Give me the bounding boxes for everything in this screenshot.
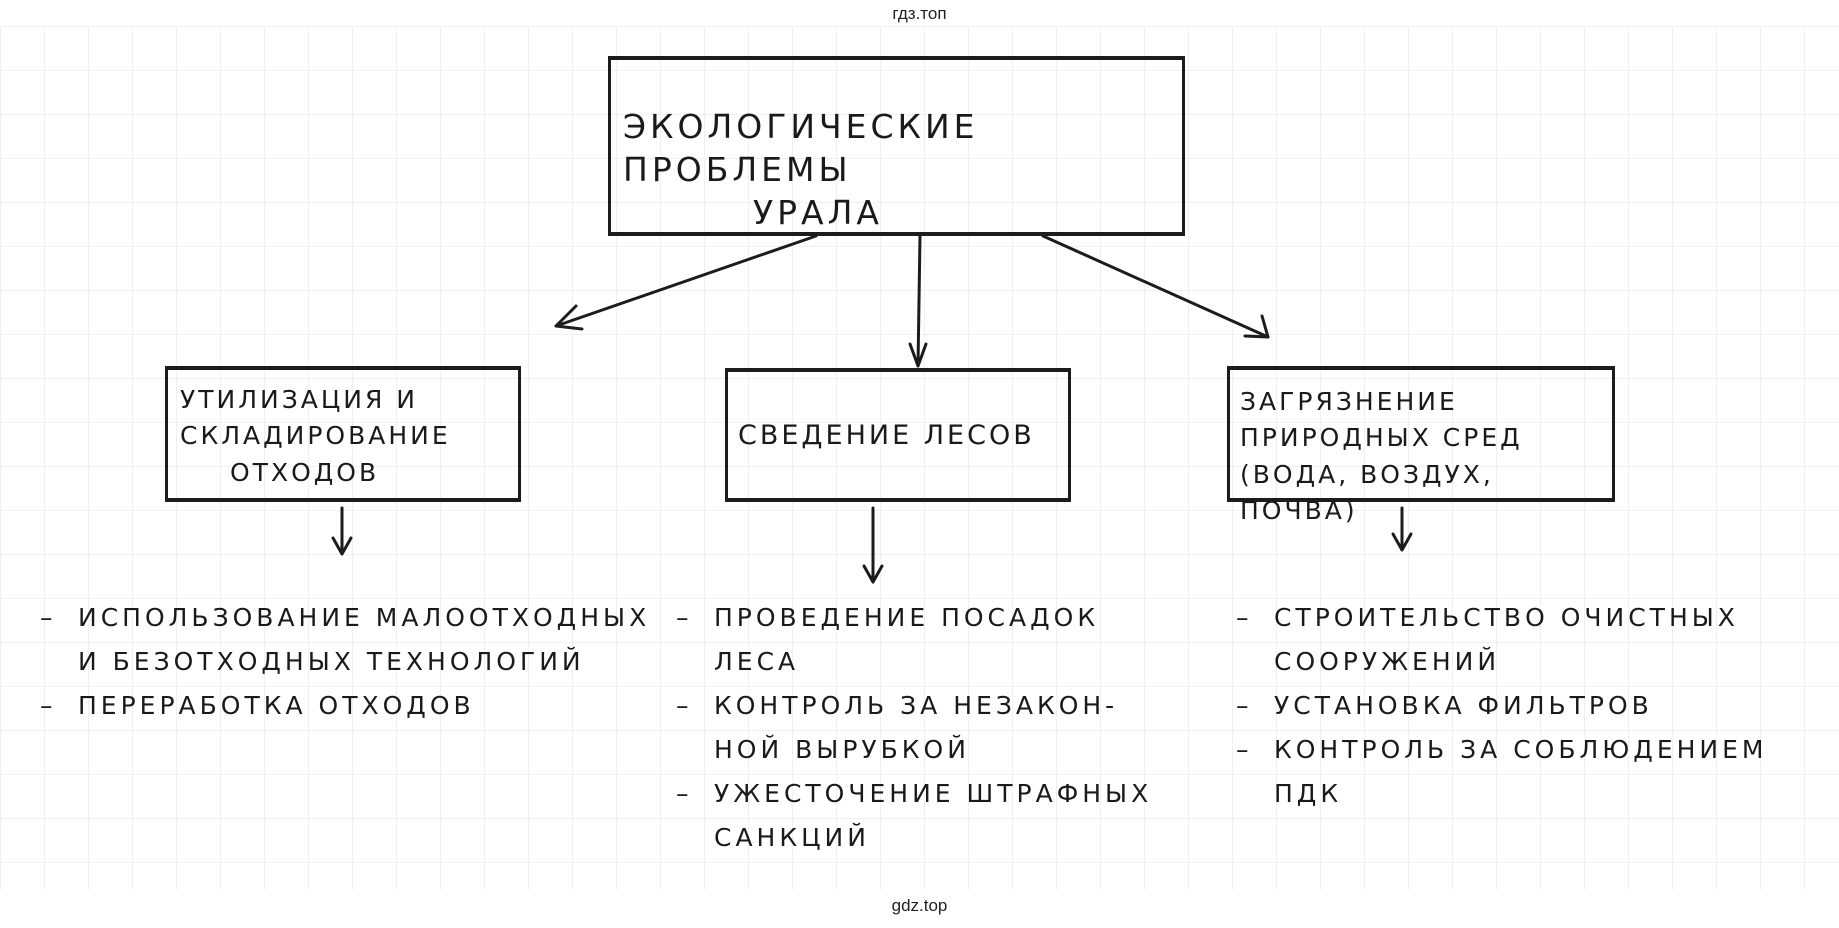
measure-line: леса: [714, 647, 800, 676]
branch-box-pollution: Загрязнение природных сред (вода, воздух…: [1227, 366, 1615, 525]
branch-title-line: Сведение лесов: [738, 420, 1035, 451]
measure-line: ной вырубкой: [714, 735, 970, 764]
measure-line: контроль за соблюдением: [1274, 735, 1768, 764]
measure-item: переработка отходов: [36, 684, 676, 728]
branch-title-line: Загрязнение: [1240, 387, 1458, 416]
watermark-top: гдз.топ: [892, 4, 947, 23]
root-box: Экологические проблемы Урала: [608, 56, 1185, 236]
measure-line: сооружений: [1274, 647, 1501, 676]
measure-line: ужесточение штрафных: [714, 779, 1153, 808]
measure-item: проведение посадок леса: [672, 596, 1212, 684]
measure-item: использование малоотходных и безотходных…: [36, 596, 676, 684]
branch-box-deforestation: Сведение лесов: [725, 368, 1071, 502]
arrow-center-to-measures: [862, 506, 884, 584]
measure-line: проведение посадок: [714, 603, 1100, 632]
branch-title-line: (вода, воздух, почва): [1240, 459, 1494, 525]
arrow-root-to-right: [1041, 234, 1270, 339]
measure-line: установка фильтров: [1274, 691, 1653, 720]
branch-title-line: складирование: [180, 421, 451, 451]
measure-item: установка фильтров: [1232, 684, 1832, 728]
branch-title-line: отходов: [230, 457, 380, 487]
measure-line: использование малоотходных: [78, 603, 651, 632]
root-title-line2: Урала: [753, 192, 883, 232]
measure-line: переработка отходов: [78, 691, 475, 720]
arrow-root-to-center: [908, 234, 928, 368]
watermark-bottom: gdz.top: [891, 896, 948, 915]
measure-line: строительство очистных: [1274, 603, 1739, 632]
branch-title-line: природных сред: [1240, 423, 1523, 453]
root-title-line1: Экологические проблемы: [623, 107, 979, 189]
measure-item: контроль за соблюдением ПДК: [1232, 728, 1832, 816]
branch-title-line: Утилизация и: [180, 385, 418, 414]
measure-line: контроль за незакон-: [714, 691, 1119, 720]
measure-line: санкций: [714, 823, 870, 852]
branch-box-waste: Утилизация и складирование отходов: [165, 366, 521, 502]
arrow-left-to-measures: [331, 506, 353, 556]
measure-item: строительство очистных сооружений: [1232, 596, 1832, 684]
arrow-root-to-left: [554, 234, 818, 331]
measure-line: и безотходных технологий: [78, 647, 585, 676]
measure-item: контроль за незакон- ной вырубкой: [672, 684, 1212, 772]
measure-line: ПДК: [1274, 779, 1343, 808]
arrow-right-to-measures: [1391, 506, 1413, 552]
measures-list-deforestation: проведение посадок леса контроль за неза…: [672, 596, 1212, 860]
measures-list-waste: использование малоотходных и безотходных…: [36, 596, 676, 728]
measures-list-pollution: строительство очистных сооружений устано…: [1232, 596, 1832, 816]
measure-item: ужесточение штрафных санкций: [672, 772, 1212, 860]
